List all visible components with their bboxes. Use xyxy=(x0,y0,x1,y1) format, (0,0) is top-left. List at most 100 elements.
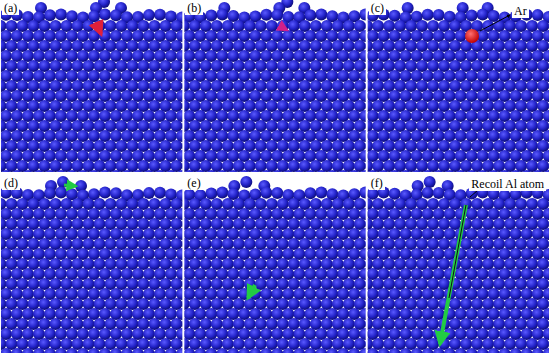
al-atom xyxy=(33,170,45,172)
al-atom xyxy=(143,170,155,172)
al-atom xyxy=(433,348,445,353)
al-atom xyxy=(143,9,155,21)
al-atom xyxy=(184,348,195,353)
al-atom xyxy=(424,176,436,188)
al-atom xyxy=(499,348,511,353)
al-atom xyxy=(260,170,272,172)
motion-arrow xyxy=(248,285,255,298)
al-atom xyxy=(121,348,133,353)
al-atom xyxy=(55,187,67,199)
atom-lattice xyxy=(1,0,182,172)
al-atom xyxy=(240,176,252,188)
al-atom xyxy=(44,187,56,199)
al-atom xyxy=(304,170,316,172)
motion-arrow xyxy=(64,185,76,186)
al-atom xyxy=(110,187,122,199)
al-atom xyxy=(433,170,445,172)
al-atom xyxy=(55,170,67,172)
al-atom xyxy=(271,348,283,353)
al-atom xyxy=(227,348,239,353)
al-atom xyxy=(205,170,217,172)
al-atom xyxy=(368,170,379,172)
al-atom xyxy=(315,9,327,21)
al-atom xyxy=(444,170,456,172)
al-atom xyxy=(304,348,316,353)
al-atom xyxy=(389,170,401,172)
al-atom xyxy=(194,170,206,172)
atom-lattice xyxy=(368,2,549,172)
motion-arrow xyxy=(96,22,101,34)
al-atom xyxy=(422,170,434,172)
trajectory-line xyxy=(449,205,466,298)
al-atom xyxy=(143,348,155,353)
al-atom xyxy=(88,348,100,353)
al-atom xyxy=(337,170,349,172)
al-atom xyxy=(477,348,489,353)
al-atom xyxy=(205,10,217,22)
panel-label: (c) xyxy=(369,1,386,15)
al-atom xyxy=(44,170,56,172)
al-atom xyxy=(1,348,12,353)
al-atom xyxy=(304,9,316,21)
al-atom xyxy=(55,348,67,353)
al-atom xyxy=(88,170,100,172)
al-atom xyxy=(55,9,67,21)
al-atom xyxy=(488,170,500,172)
al-atom xyxy=(389,10,401,22)
al-atom xyxy=(488,348,500,353)
al-atom xyxy=(455,170,467,172)
al-atom xyxy=(543,170,549,172)
al-atom xyxy=(184,170,195,172)
al-atom xyxy=(238,170,250,172)
al-atom xyxy=(282,170,294,172)
al-atom xyxy=(66,170,78,172)
panel-label: (d) xyxy=(2,176,20,190)
al-atom xyxy=(532,9,544,21)
atom-lattice xyxy=(1,176,182,353)
al-atom xyxy=(44,348,56,353)
al-atom xyxy=(282,348,294,353)
al-atom xyxy=(532,348,544,353)
al-atom xyxy=(455,348,467,353)
al-atom xyxy=(11,170,23,172)
al-atom xyxy=(466,10,478,22)
al-atom xyxy=(271,187,283,199)
al-atom xyxy=(477,9,489,21)
al-atom xyxy=(176,170,182,172)
al-atom xyxy=(315,187,327,199)
al-atom xyxy=(510,348,522,353)
al-atom xyxy=(359,187,365,199)
al-atom xyxy=(249,348,261,353)
al-atom xyxy=(326,170,338,172)
atom-label: Ar xyxy=(512,4,529,18)
al-atom xyxy=(11,348,23,353)
al-atom xyxy=(400,170,412,172)
al-atom xyxy=(110,9,122,21)
al-atom xyxy=(359,9,365,21)
al-atom xyxy=(44,9,56,21)
al-atom xyxy=(348,170,360,172)
al-atom xyxy=(271,170,283,172)
al-atom xyxy=(411,348,423,353)
atom-label: Recoil Al atom xyxy=(469,177,546,191)
al-atom xyxy=(348,348,360,353)
al-atom xyxy=(400,348,412,353)
ar-atom xyxy=(465,29,479,43)
al-atom xyxy=(389,348,401,353)
al-atom xyxy=(532,170,544,172)
al-atom xyxy=(315,170,327,172)
al-atom xyxy=(216,348,228,353)
al-atom xyxy=(110,170,122,172)
leader-line xyxy=(470,190,478,197)
al-atom xyxy=(205,348,217,353)
leader-line xyxy=(480,15,510,31)
al-atom xyxy=(337,348,349,353)
al-atom xyxy=(143,187,155,199)
al-atom xyxy=(521,170,533,172)
motion-arrow xyxy=(280,26,287,30)
al-atom xyxy=(260,348,272,353)
al-atom xyxy=(99,348,111,353)
al-atom xyxy=(466,170,478,172)
panel-label: (f) xyxy=(369,176,385,190)
